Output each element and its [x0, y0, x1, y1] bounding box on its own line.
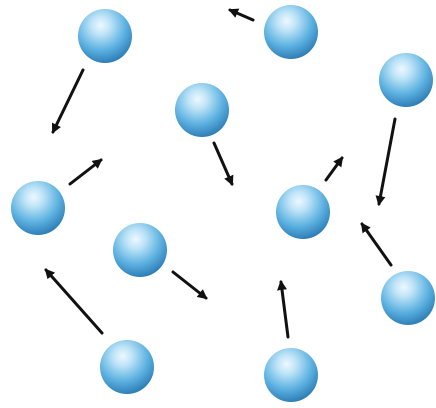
- particle-4: [175, 83, 229, 137]
- particle-9: [100, 340, 154, 394]
- arrow-7: [360, 222, 393, 267]
- particle-10: [264, 348, 318, 402]
- particle-6: [276, 185, 330, 239]
- particle-8: [381, 271, 435, 325]
- particle-7: [113, 223, 167, 277]
- arrow-8: [171, 270, 208, 300]
- arrow-10: [277, 280, 290, 339]
- particles: [11, 5, 435, 402]
- motion-arrows: [44, 8, 397, 339]
- particle-1: [78, 9, 132, 63]
- arrow-1: [51, 68, 85, 134]
- particle-2: [264, 5, 318, 59]
- arrow-6: [324, 156, 344, 182]
- arrow-5: [68, 158, 103, 186]
- arrow-2: [228, 8, 255, 22]
- arrow-9: [44, 268, 104, 335]
- arrow-4: [212, 141, 234, 186]
- particle-5: [11, 181, 65, 235]
- particle-3: [379, 53, 433, 107]
- arrow-3: [375, 117, 397, 206]
